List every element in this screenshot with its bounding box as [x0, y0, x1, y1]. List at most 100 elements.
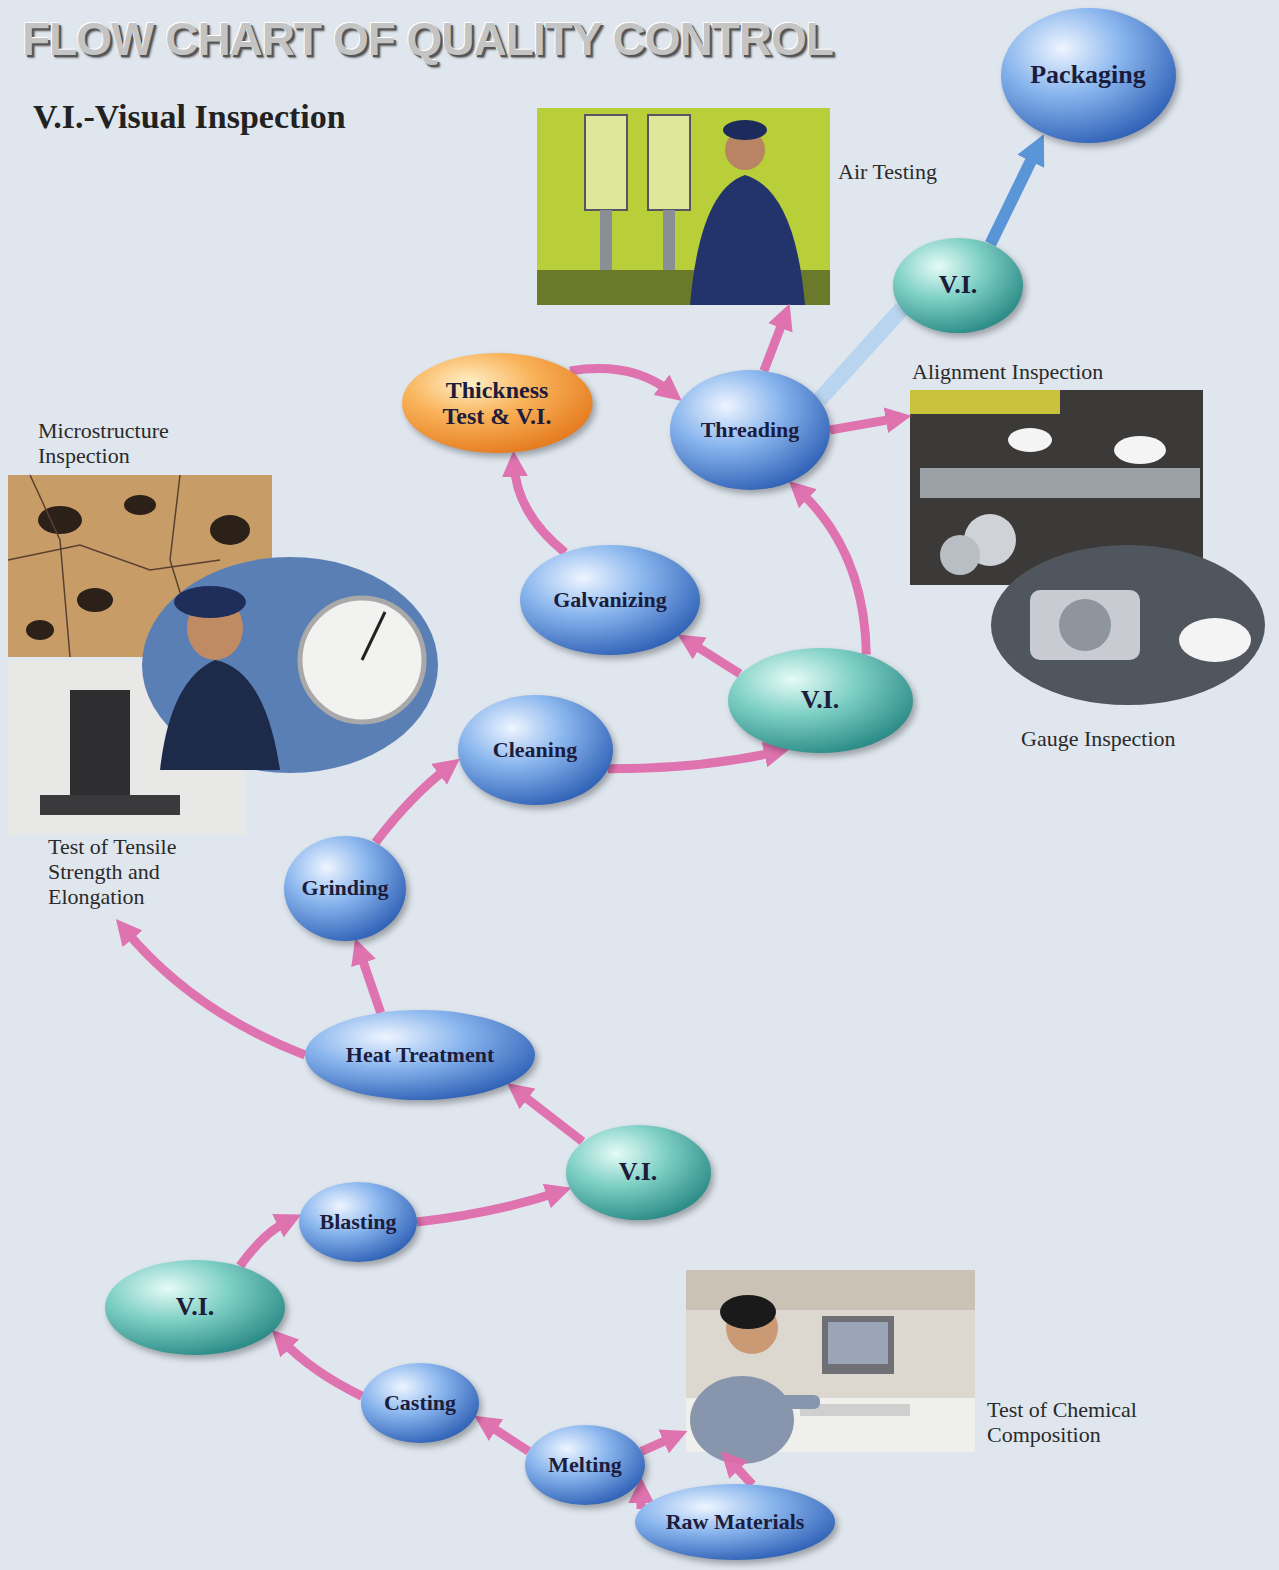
test-ellipse: Thickness Test & V.I.	[402, 353, 593, 453]
flow-arrow	[819, 309, 901, 400]
flow-arrow	[519, 1092, 583, 1141]
flow-arrow	[417, 1193, 557, 1223]
flow-arrow	[800, 491, 867, 654]
legend-note: V.I.-Visual Inspection	[33, 98, 346, 136]
glove	[1114, 436, 1166, 464]
person-hair	[720, 1295, 776, 1329]
photo-caption: Test of Tensile Strength and Elongation	[48, 835, 238, 910]
node-label: Cleaning	[493, 738, 577, 762]
node-label: Melting	[548, 1453, 621, 1477]
test-photo: Air Testing	[537, 108, 830, 305]
grain	[26, 620, 54, 640]
worker-body	[160, 660, 280, 770]
ellipse-fill	[525, 1425, 645, 1505]
flow-arrow	[608, 752, 775, 769]
photo-caption: Air Testing	[838, 160, 937, 185]
flow-arrow	[240, 1221, 288, 1266]
process-circle: Heat Treatment	[305, 1010, 535, 1100]
flow-arrow	[991, 150, 1037, 244]
grain	[38, 506, 82, 534]
node-label-group: Casting	[361, 1363, 479, 1443]
ellipse-fill	[670, 370, 830, 490]
ellipse-fill	[284, 836, 406, 941]
node-label-group: Heat Treatment	[305, 1010, 535, 1100]
node-label: Grinding	[302, 876, 389, 900]
gauge-dial	[300, 598, 424, 722]
ellipse-fill	[105, 1260, 285, 1355]
fitting	[940, 535, 980, 575]
chemical-test-photo	[686, 1270, 975, 1464]
node-label: V.I.	[801, 686, 840, 715]
worker-cap	[723, 120, 767, 140]
node-label: Heat Treatment	[346, 1043, 494, 1067]
microscope	[70, 690, 130, 800]
photo-ground	[991, 545, 1265, 705]
screen	[828, 1322, 888, 1364]
fitting	[1030, 590, 1140, 660]
flow-arrow	[126, 930, 306, 1055]
photo-caption: Test of Chemical Composition	[987, 1398, 1202, 1448]
ellipse-fill	[728, 648, 913, 753]
label-slot: Test of Chemical Composition	[987, 1398, 1202, 1448]
node-label-group: Galvanizing	[520, 545, 700, 655]
node-label-group: V.I.	[566, 1125, 711, 1220]
fitting-bore	[1059, 599, 1111, 651]
test-photo: Gauge Inspection	[991, 545, 1265, 705]
grain	[124, 495, 156, 515]
ellipse-fill	[305, 1010, 535, 1100]
cylinder	[648, 115, 690, 210]
test-photo: Alignment Inspection	[910, 390, 1203, 585]
node-label: Blasting	[319, 1210, 396, 1234]
ellipse-fill	[635, 1484, 835, 1560]
glove	[1008, 428, 1052, 452]
flow-arrow	[360, 953, 381, 1013]
tensile-test-photos	[8, 475, 438, 835]
node-label-group: Thickness Test & V.I.	[402, 353, 593, 453]
process-circle: Cleaning	[458, 695, 613, 805]
flow-arrow	[376, 768, 448, 843]
rod	[663, 210, 675, 270]
gauge-photo	[991, 545, 1265, 705]
flow-arrow	[282, 1341, 362, 1397]
cylinder	[585, 115, 627, 210]
node-label: V.I.	[176, 1293, 215, 1322]
machine-bar	[910, 390, 1060, 414]
process-circle: Grinding	[284, 836, 406, 941]
flow-arrow	[764, 318, 784, 371]
photo-caption: Alignment Inspection	[912, 360, 1103, 385]
grain	[77, 588, 113, 612]
person-body	[690, 1376, 794, 1464]
node-label-group: Melting	[525, 1425, 645, 1505]
process-circle: Blasting	[299, 1182, 417, 1262]
label-slot: Gauge Inspection	[1021, 727, 1176, 752]
node-label: Threading	[701, 418, 800, 442]
photo-caption: Gauge Inspection	[1021, 727, 1176, 752]
node-label-group: V.I.	[105, 1260, 285, 1355]
node-label-group: Cleaning	[458, 695, 613, 805]
ellipse-fill	[520, 545, 700, 655]
flow-arrow	[731, 1462, 752, 1485]
ellipse-fill	[361, 1363, 479, 1443]
node-label: V.I.	[939, 271, 978, 300]
gauge-needle	[362, 612, 385, 660]
ellipse-fill	[299, 1182, 417, 1262]
node-label-group: Raw Materials	[635, 1484, 835, 1560]
ellipse-fill	[566, 1125, 711, 1220]
process-circle: Raw Materials	[635, 1484, 835, 1560]
flow-arrow	[487, 1424, 529, 1451]
worker-body	[690, 175, 805, 305]
flow-arrow	[830, 418, 897, 430]
inspection-ellipse: V.I.	[566, 1125, 711, 1220]
label-slot: Air Testing	[838, 160, 937, 185]
inspection-ellipse: V.I.	[105, 1260, 285, 1355]
label-slot: Test of Tensile Strength and Elongation	[48, 835, 238, 910]
label-slot: Microstructure Inspection	[38, 419, 238, 469]
process-circle: Casting	[361, 1363, 479, 1443]
air-testing-photo	[537, 108, 830, 305]
photo-caption: Microstructure Inspection	[38, 419, 238, 469]
grain	[210, 515, 250, 545]
rod	[600, 210, 612, 270]
person-arm	[770, 1395, 820, 1409]
